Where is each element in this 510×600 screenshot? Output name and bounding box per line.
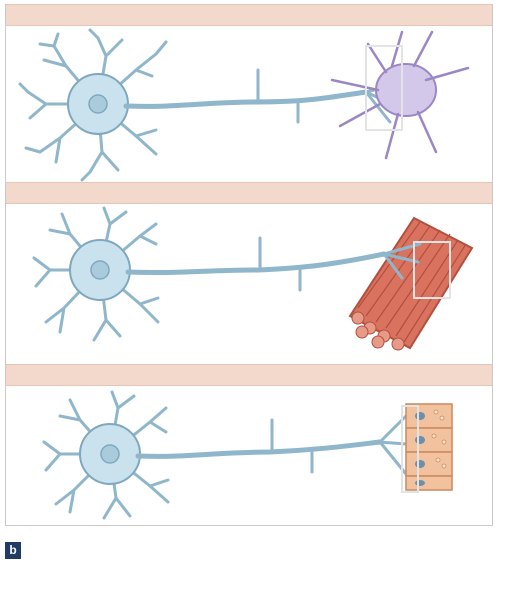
synapse-highlight-box [401,405,419,493]
panel-neuron-to-muscle [6,204,492,364]
nucleus [100,444,120,464]
panel-label: b [5,542,21,559]
neuron-to-gland-diagram [42,390,453,520]
panel-neuron-to-neuron [6,26,492,182]
muscle-fiber-icon [348,216,474,351]
nucleus [88,94,108,114]
panel-header-band-3 [6,364,492,386]
neuron-to-muscle-diagram [32,206,474,351]
axon [135,414,408,476]
panel-neuron-to-gland [6,386,492,524]
nucleus [90,260,110,280]
axon [125,236,387,292]
neuron-icon [18,28,168,182]
gland-cell-icon [405,403,453,491]
synapse-highlight-box [413,241,451,299]
synapse-highlight-box [365,45,403,131]
neuron-to-neuron-diagram [18,28,470,182]
target-neuron-icon [330,30,470,160]
axon [123,68,400,124]
panel-header-band-2 [6,182,492,204]
panel-header-band-1 [6,4,492,26]
